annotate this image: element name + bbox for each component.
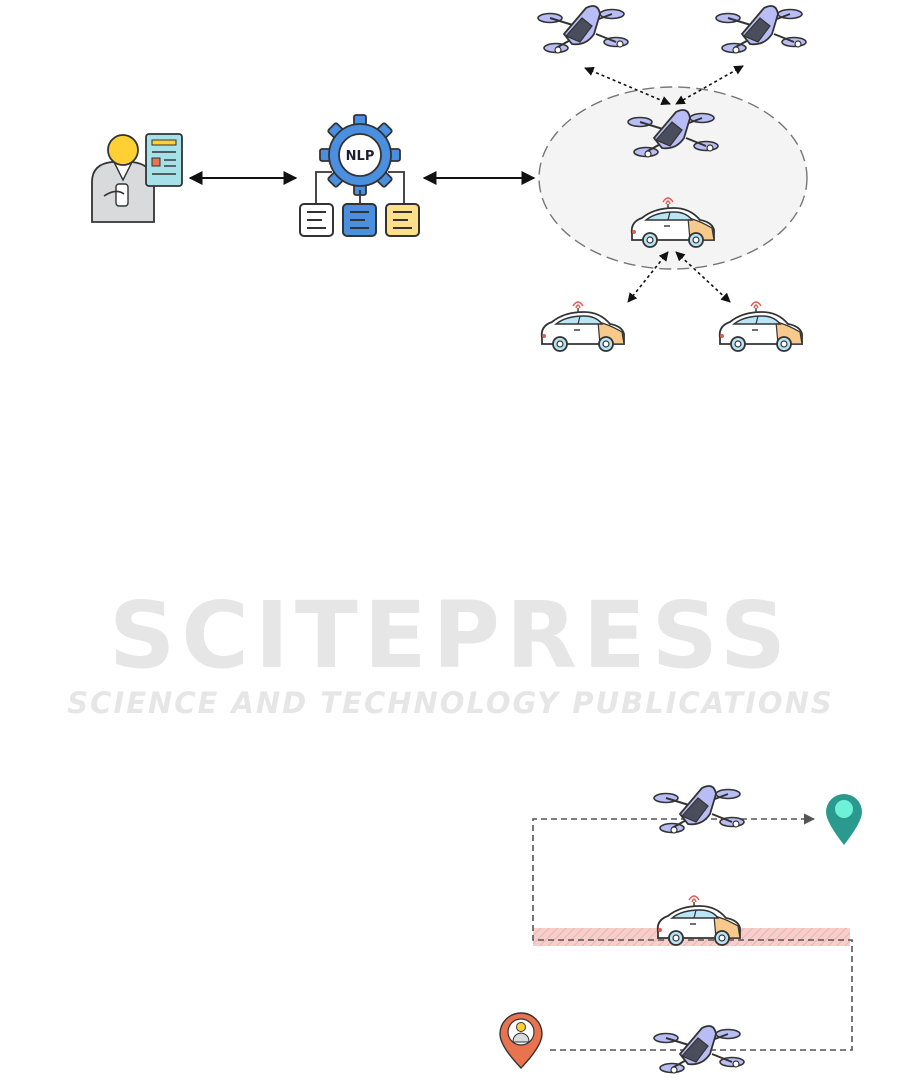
nlp-icon: NLP xyxy=(300,115,419,236)
user-icon xyxy=(92,134,182,222)
car-icon xyxy=(542,302,624,351)
drone-icon xyxy=(716,6,806,53)
car-icon xyxy=(658,896,740,945)
start-location-pin xyxy=(500,1013,542,1068)
drone-icon xyxy=(538,6,628,53)
nlp-label: NLP xyxy=(346,149,375,164)
drone-icon xyxy=(654,786,744,833)
destination-pin xyxy=(826,794,862,845)
car-icon xyxy=(720,302,802,351)
